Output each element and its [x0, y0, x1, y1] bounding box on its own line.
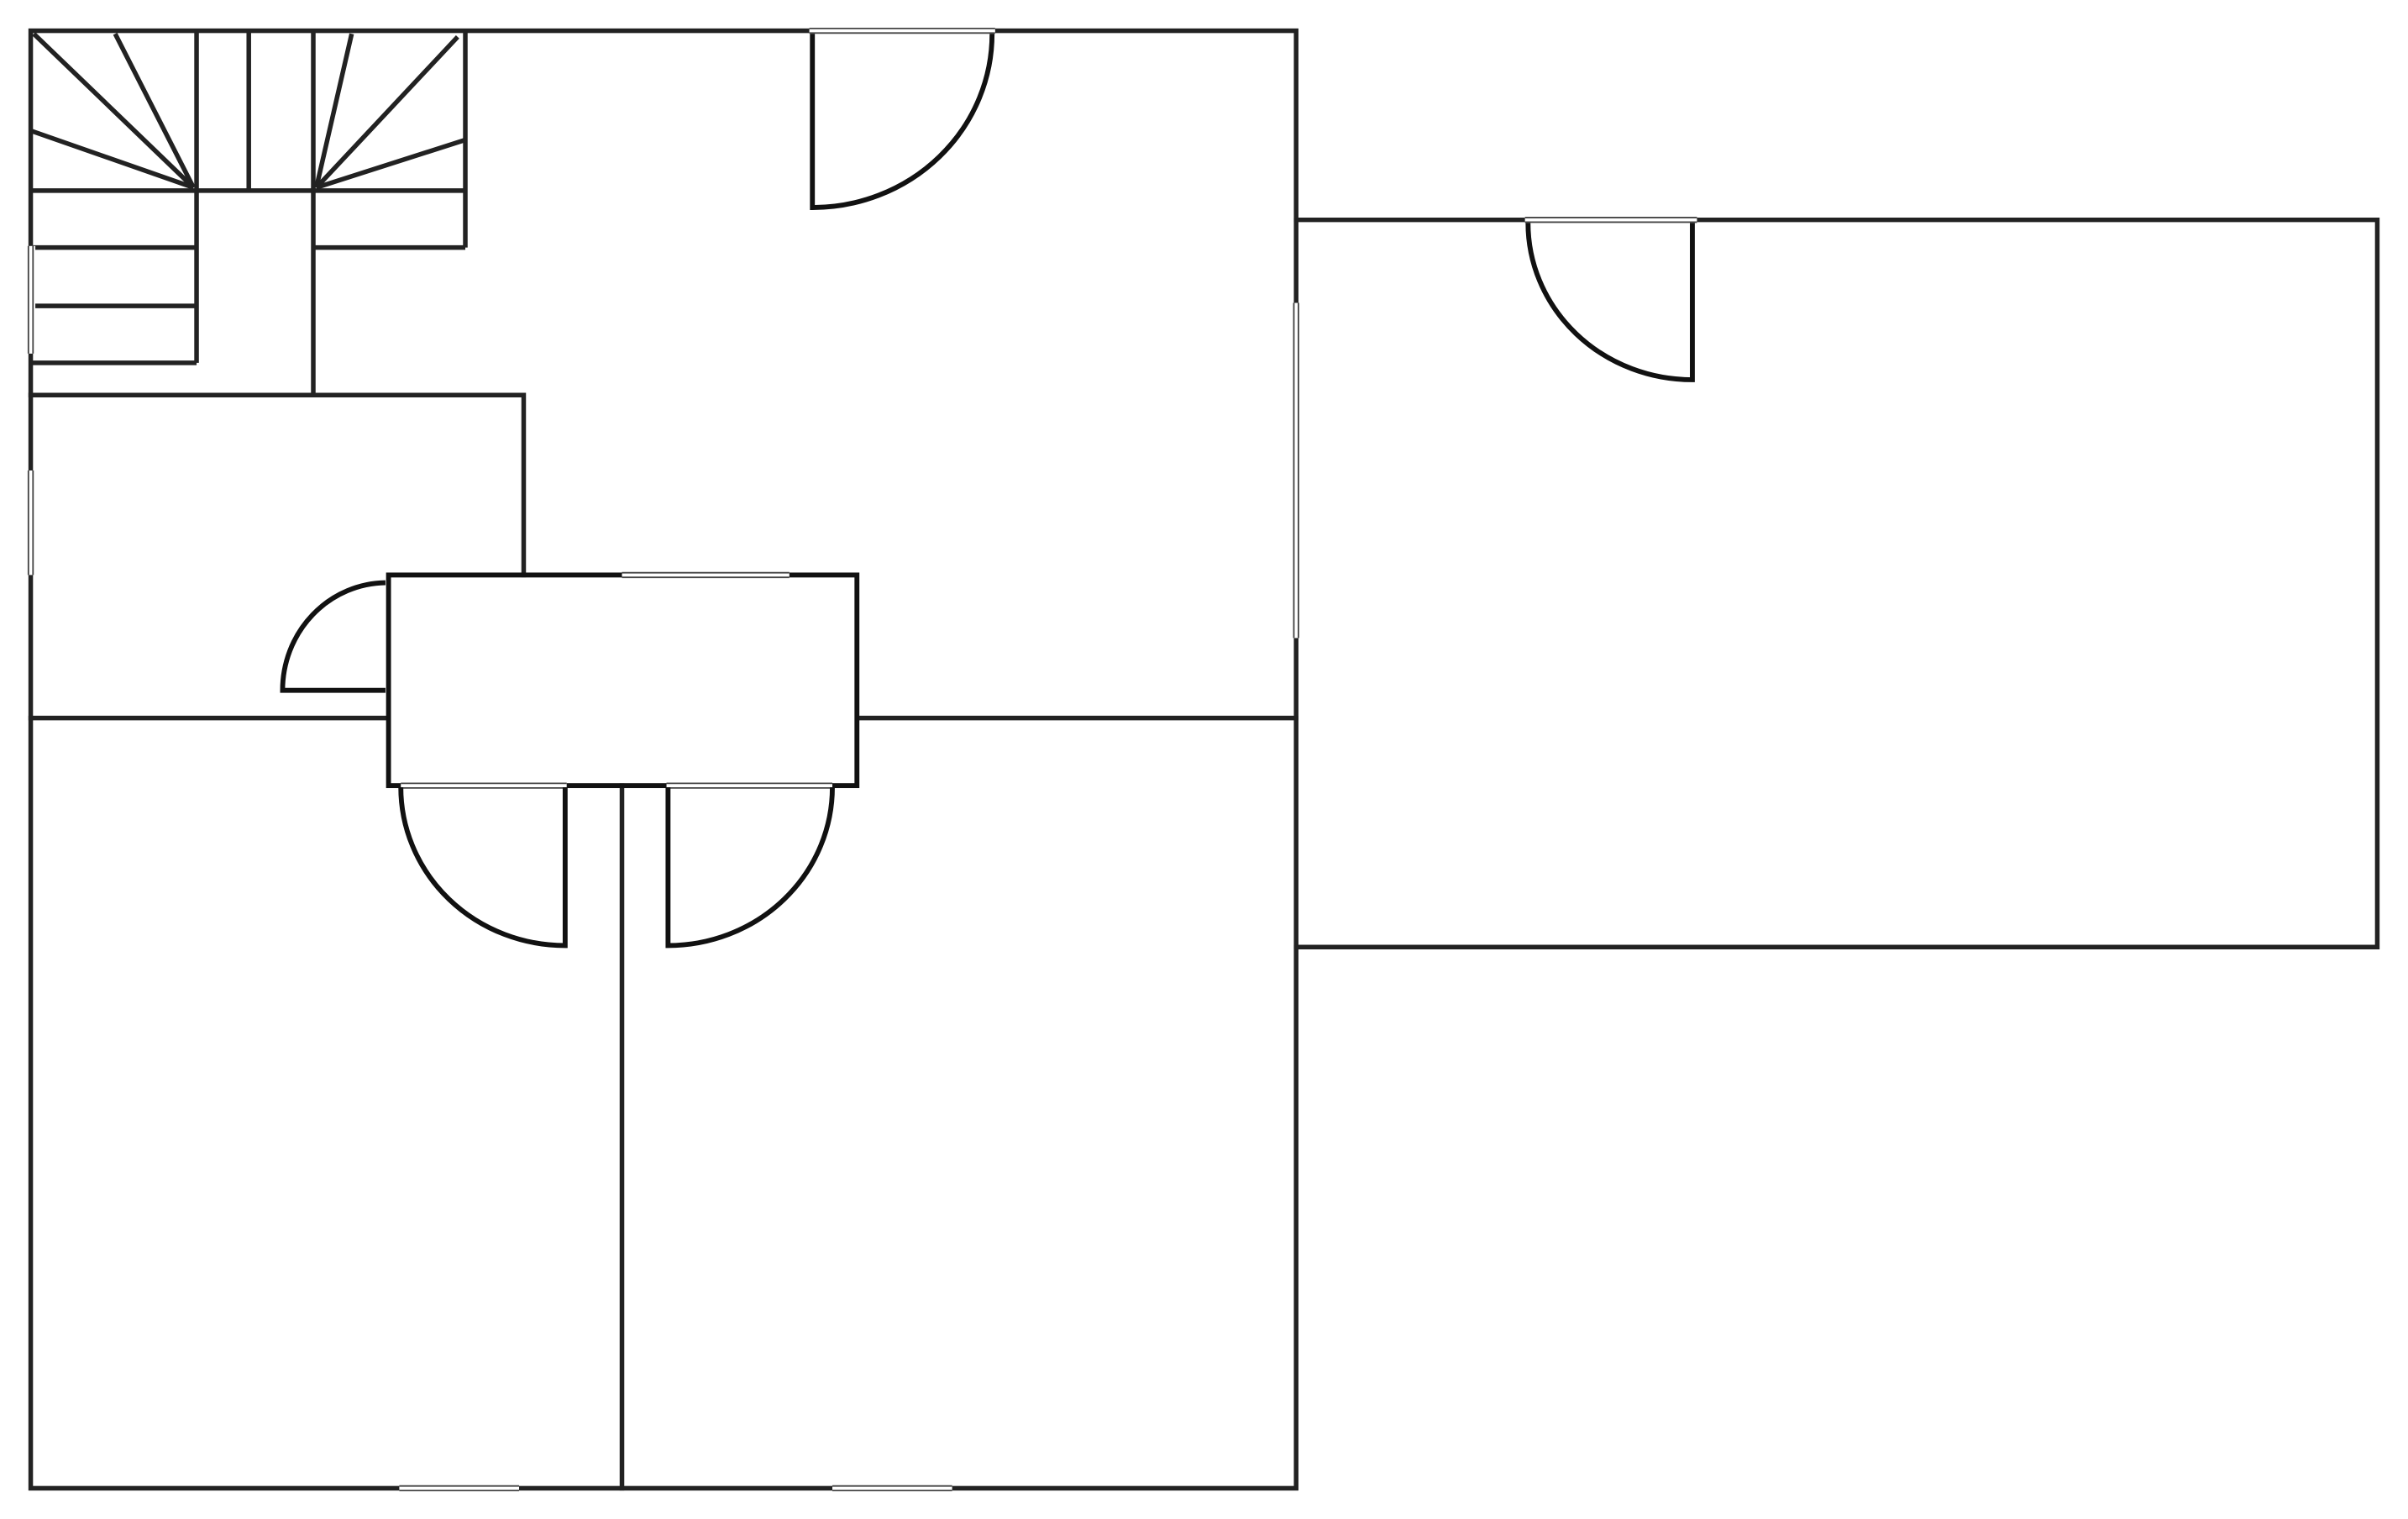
window-hall-top [622, 570, 790, 580]
window-annex-left [1291, 302, 1301, 639]
walls [28, 28, 2380, 1491]
door-bottom-left [398, 786, 568, 949]
stair-winder [314, 35, 459, 190]
window-bottom-left [399, 1483, 520, 1493]
annex-outline [1293, 217, 2380, 949]
door-annex [1525, 223, 1695, 382]
stair-winder [315, 137, 466, 190]
wall-small-room [28, 392, 527, 578]
doors [280, 34, 1695, 949]
main-outline [28, 28, 1298, 1491]
door-small-room [280, 580, 386, 693]
staircase [29, 30, 468, 365]
stair-winder [113, 33, 196, 189]
central-hall [386, 572, 860, 789]
window-left-lower [26, 470, 36, 576]
window-annex-top [1524, 215, 1697, 225]
stair-winder [29, 128, 195, 190]
window-left-upper [26, 245, 36, 354]
stair-winder [313, 33, 354, 188]
window-bottom-right [832, 1483, 952, 1493]
door-bottom-right [665, 786, 835, 949]
stair-winder [32, 32, 196, 190]
door-top [810, 34, 995, 210]
window-hall-bottom-right [666, 781, 833, 791]
window-top [809, 26, 995, 36]
window-hall-bottom-left [401, 781, 567, 791]
windows [26, 26, 1697, 1493]
